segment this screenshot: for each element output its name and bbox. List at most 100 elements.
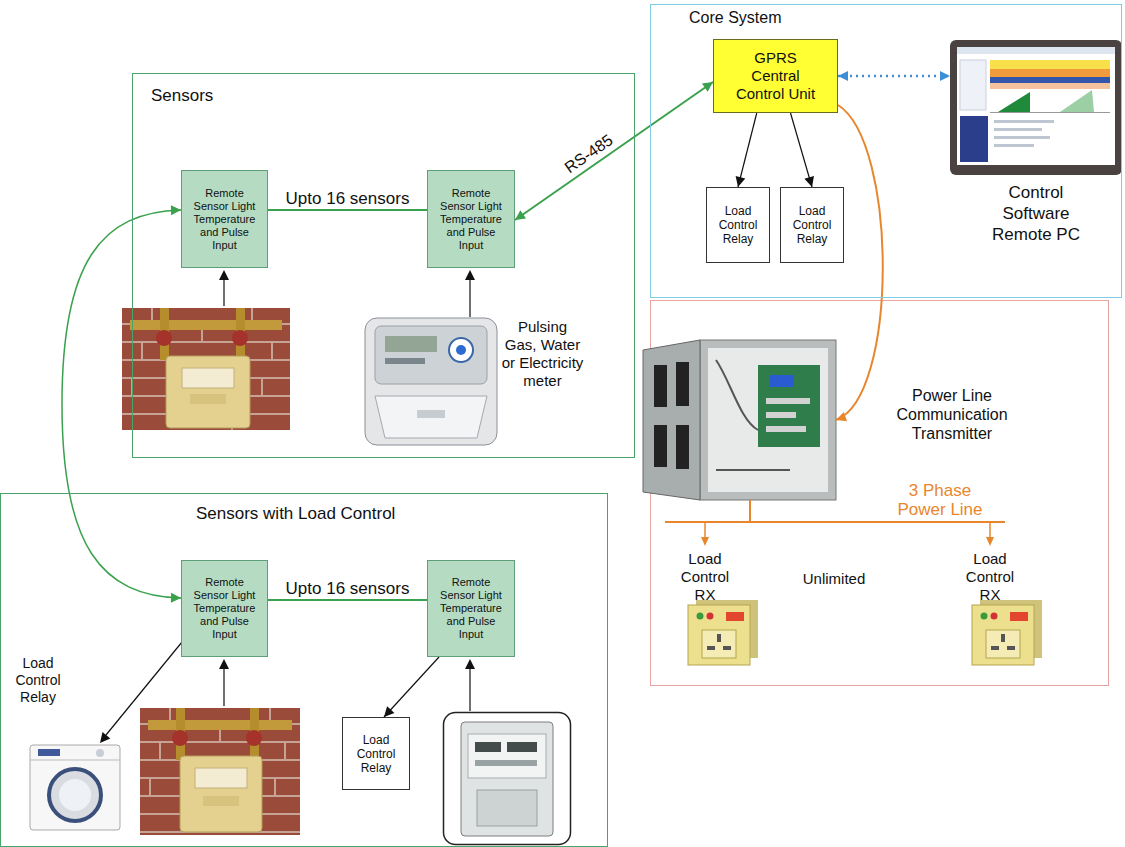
remote-pc: Control Software Remote PC xyxy=(950,40,1122,175)
monitor-illustration-part xyxy=(994,120,1054,123)
node-text: Control Software Remote PC xyxy=(981,182,1091,245)
washing-machine-part xyxy=(96,749,104,757)
power-line-part xyxy=(749,500,751,522)
sensor-box: Remote Sensor Light Temperature and Puls… xyxy=(427,560,515,657)
gas-meter-part xyxy=(166,356,250,428)
washing-machine xyxy=(30,745,120,830)
electricity-meter-part xyxy=(475,742,501,752)
arrow-head xyxy=(515,210,526,220)
gas-meter-part xyxy=(232,330,248,346)
connector-line xyxy=(268,209,427,211)
transmitter-cabinet-part xyxy=(643,340,700,500)
socket-receiver-part xyxy=(991,646,999,650)
sensor-box: Remote Sensor Light Temperature and Puls… xyxy=(181,170,268,268)
electricity-meter xyxy=(365,318,497,445)
electricity-meter-part xyxy=(417,410,445,418)
electricity-meter-part xyxy=(477,790,537,826)
connector-line xyxy=(62,210,181,598)
monitor-illustration-part xyxy=(990,77,1110,83)
connector-line xyxy=(738,113,757,187)
socket-receiver-part xyxy=(991,613,998,620)
connector xyxy=(736,113,757,187)
electricity-meter-part xyxy=(475,760,537,766)
gas-meter-part xyxy=(195,768,247,788)
electricity-meter-part xyxy=(507,742,537,752)
gas-meter-part xyxy=(182,368,234,388)
monitor-illustration xyxy=(950,40,1122,175)
electricity-meter-part xyxy=(449,338,473,362)
electricity-meter-part xyxy=(375,396,487,438)
socket-receiver-part xyxy=(723,646,731,650)
transmitter-cabinet-part xyxy=(676,362,689,406)
electricity-meter-part xyxy=(375,326,487,384)
electricity-meter xyxy=(444,713,571,845)
monitor-illustration-part xyxy=(998,92,1030,112)
socket-receiver-part xyxy=(697,613,704,620)
gas-meter-part xyxy=(246,730,262,746)
monitor-illustration-part xyxy=(990,60,1110,69)
socket-receiver-part xyxy=(972,605,1034,665)
gas-meter-part xyxy=(122,308,290,430)
connector xyxy=(384,657,439,717)
transmitter-cabinet-part xyxy=(676,425,689,469)
socket-receiver-part xyxy=(1001,634,1005,642)
core-system-region: Core SystemGPRS Central Control UnitLoad… xyxy=(650,4,1122,298)
signal-arrow-part xyxy=(469,667,470,711)
socket-receiver xyxy=(688,600,758,665)
node-text: Load Control Relay xyxy=(346,733,406,775)
electricity-meter-part xyxy=(385,336,437,352)
socket-receiver-part xyxy=(986,630,1020,658)
monitor-illustration-part xyxy=(957,47,1115,54)
connector-line xyxy=(384,657,439,717)
gas-meter-part xyxy=(122,324,290,414)
transmitter-cabinet-part xyxy=(654,365,667,407)
gas-meter-part xyxy=(203,796,239,806)
socket-receiver xyxy=(972,600,1042,665)
socket-receiver-part xyxy=(707,613,714,620)
signal-arrow xyxy=(465,659,475,711)
signal-arrow-part xyxy=(469,278,470,317)
monitor-illustration-part xyxy=(960,116,988,162)
signal-arrow xyxy=(219,270,229,306)
sensors-region: SensorsRemote Sensor Light Temperature a… xyxy=(132,73,635,458)
transmitter-cabinet-part xyxy=(758,365,820,447)
arrow-head xyxy=(804,176,814,187)
washing-machine-part xyxy=(49,769,101,821)
edge-label: Upto 16 sensors xyxy=(284,189,412,209)
monitor-illustration-part xyxy=(957,47,1115,165)
arrow-head xyxy=(171,593,181,603)
arrow-head xyxy=(736,176,746,187)
arrow-head xyxy=(384,706,394,717)
relay-box: Load Control Relay xyxy=(706,187,770,263)
signal-arrow-part xyxy=(223,667,224,706)
region-title: Sensors with Load Control xyxy=(196,504,395,524)
arrow-head xyxy=(940,71,950,81)
transmitter-cabinet xyxy=(643,340,836,500)
relay-box: Load Control Relay xyxy=(342,717,410,790)
control-unit-box: GPRS Central Control Unit xyxy=(713,39,838,113)
node-text: Remote Sensor Light Temperature and Puls… xyxy=(438,187,504,252)
connector xyxy=(515,82,713,220)
monitor-illustration-part xyxy=(990,83,1110,89)
node-text: Power Line Communication Transmitter xyxy=(893,386,1011,443)
gas-meter xyxy=(122,308,290,430)
signal-arrow-part xyxy=(223,278,224,306)
connector xyxy=(268,600,427,601)
gas-meter-part xyxy=(190,394,226,404)
receiver-label: Load Control RX xyxy=(957,550,1023,604)
socket-receiver-part xyxy=(981,613,988,620)
gas-meter-part xyxy=(140,708,300,835)
electricity-meter-part xyxy=(444,713,571,845)
relay-arrow-part xyxy=(100,732,110,743)
socket-receiver-part xyxy=(702,630,736,658)
monitor-illustration-part xyxy=(990,112,1110,113)
monitor-illustration-part xyxy=(960,60,986,110)
node-text: Remote Sensor Light Temperature and Puls… xyxy=(192,576,257,641)
monitor-illustration-part xyxy=(1060,90,1094,112)
washing-machine-part xyxy=(30,745,120,830)
gas-meter-part xyxy=(130,320,282,330)
power-line-label: 3 Phase Power Line xyxy=(892,481,988,519)
